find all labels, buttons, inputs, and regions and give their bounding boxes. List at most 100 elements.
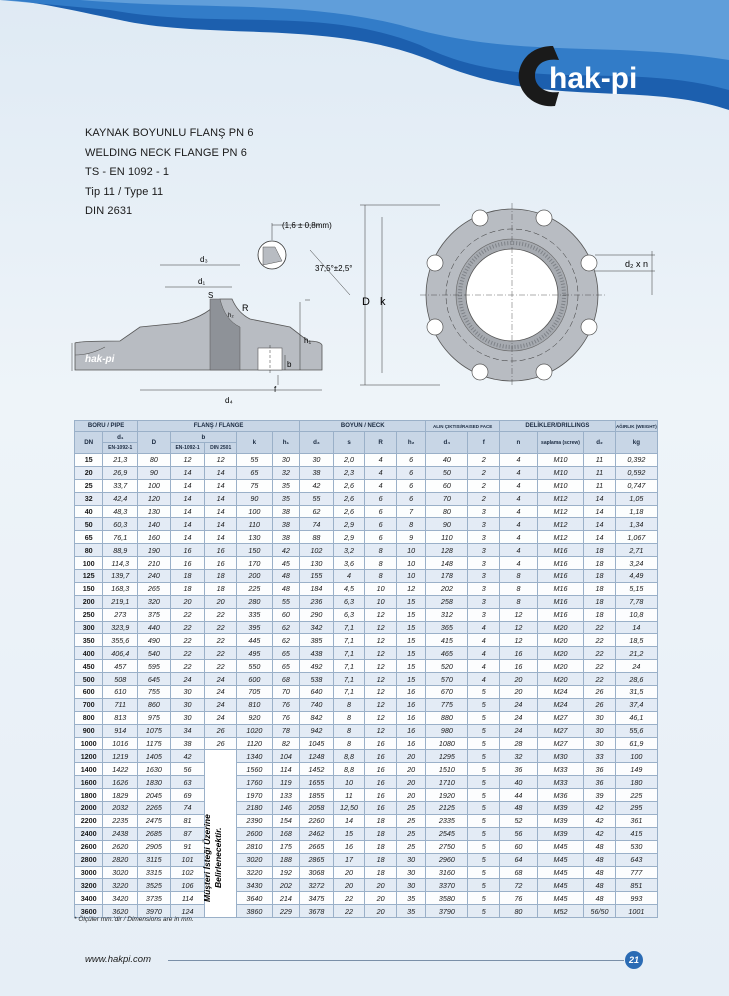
table-cell: 14: [204, 465, 237, 480]
table-cell: 265: [137, 581, 171, 596]
table-cell: 40: [425, 453, 469, 467]
table-cell: 14: [583, 504, 616, 519]
table-cell: 755: [137, 685, 171, 699]
table-cell: 993: [614, 891, 659, 906]
table-cell: 14: [583, 517, 616, 532]
table-cell: M45: [536, 852, 585, 867]
table-cell: 15: [395, 607, 427, 622]
table-cell: 100: [73, 556, 104, 571]
table-cell: 600: [235, 672, 273, 687]
table-cell: 3,2: [332, 543, 366, 558]
table-cell: 18: [583, 556, 616, 571]
table-cell: 12: [395, 581, 427, 596]
table-cell: 48: [583, 865, 616, 880]
table-cell: 16: [364, 775, 397, 790]
col-D: D: [137, 431, 171, 454]
table-cell: 16: [499, 659, 538, 674]
table-cell: 8: [332, 710, 366, 725]
table-cell: 20: [499, 672, 538, 687]
table-cell: 5: [467, 775, 501, 790]
table-cell: 22: [204, 620, 237, 635]
table-cell: 30: [169, 685, 206, 699]
product-titles: KAYNAK BOYUNLU FLANŞ PN 6 WELDING NECK F…: [85, 124, 254, 222]
table-cell: 22: [169, 607, 206, 622]
group-header-row: BORU / PIPE FLANŞ / FLANGE BOYUN / NECK …: [73, 420, 659, 432]
table-cell: 312: [425, 607, 469, 622]
table-cell: 6,3: [332, 607, 366, 622]
table-cell: 2,6: [332, 504, 366, 519]
table-cell: 130: [235, 530, 273, 545]
table-cell: 2: [467, 491, 501, 506]
table-cell: 14: [169, 478, 206, 493]
table-cell: 406,4: [102, 646, 139, 661]
table-cell: 3640: [235, 891, 273, 906]
table-cell: 7,78: [614, 594, 659, 609]
table-cell: 48: [583, 852, 616, 867]
table-cell: 8: [499, 569, 538, 583]
table-cell: 5: [467, 865, 501, 880]
table-cell: M20: [536, 672, 585, 687]
col-dn: DN: [73, 431, 104, 454]
table-cell: 133: [271, 788, 301, 803]
table-cell: 60: [425, 478, 469, 493]
table-cell: 440: [137, 620, 171, 635]
table-cell: 65: [271, 646, 301, 661]
col-b: b: [169, 431, 237, 443]
table-cell: 980: [425, 723, 469, 738]
col-d1: d₁: [102, 431, 139, 443]
table-cell: 28,6: [614, 672, 659, 687]
table-cell: 146: [271, 801, 301, 815]
dimension-lines: [140, 223, 351, 391]
table-cell: 4: [499, 530, 538, 545]
table-cell: 12: [499, 607, 538, 622]
table-cell: 225: [614, 788, 659, 803]
brand-logo: hak-pi: [515, 40, 715, 112]
table-cell: 39: [583, 788, 616, 803]
table-cell: 188: [271, 852, 301, 867]
table-cell: 2810: [235, 839, 273, 854]
table-cell: 14: [614, 620, 659, 635]
table-cell: 5: [467, 723, 501, 738]
table-cell: 3600: [73, 904, 104, 919]
table-cell: 202: [271, 878, 301, 893]
tolerance-label: (1,6 ± 0,8mm): [282, 221, 332, 230]
table-cell: 16: [332, 839, 366, 854]
website-link[interactable]: www.hakpi.com: [85, 954, 151, 965]
table-cell: 1016: [102, 736, 139, 751]
group-neck: BOYUN / NECK: [299, 420, 427, 432]
table-cell: 56/50: [583, 904, 616, 919]
table-cell: 22: [204, 646, 237, 661]
table-cell: 11: [583, 478, 616, 493]
table-cell: 236: [299, 594, 334, 609]
table-cell: 22: [204, 607, 237, 622]
table-cell: 5: [467, 813, 501, 828]
table-cell: 445: [235, 633, 273, 648]
table-cell: 91: [169, 839, 206, 854]
table-cell: 10: [364, 594, 397, 609]
table-cell: 12: [364, 710, 397, 725]
table-cell: 3: [467, 594, 501, 609]
col-d3: d₃: [299, 431, 334, 454]
col-h2: h₂: [395, 431, 427, 454]
table-cell: 9: [395, 530, 427, 545]
table-cell: 4,49: [614, 569, 659, 583]
table-cell: 22: [583, 659, 616, 674]
f-label: f: [274, 385, 277, 394]
col-b-din: DIN 2501: [204, 442, 237, 454]
table-cell: 10: [364, 581, 397, 596]
table-cell: 154: [271, 813, 301, 828]
table-cell: 160: [137, 530, 171, 545]
table-cell: 35: [395, 904, 427, 919]
table-cell: 40: [73, 504, 104, 519]
title-line: WELDING NECK FLANGE PN 6: [85, 146, 247, 159]
table-cell: M12: [536, 530, 585, 545]
table-cell: 18: [583, 581, 616, 596]
table-cell: 5: [467, 891, 501, 906]
table-cell: 5: [467, 788, 501, 803]
table-cell: 20: [395, 775, 427, 790]
d4-label: d₄: [225, 396, 233, 405]
table-cell: 6: [364, 504, 397, 519]
